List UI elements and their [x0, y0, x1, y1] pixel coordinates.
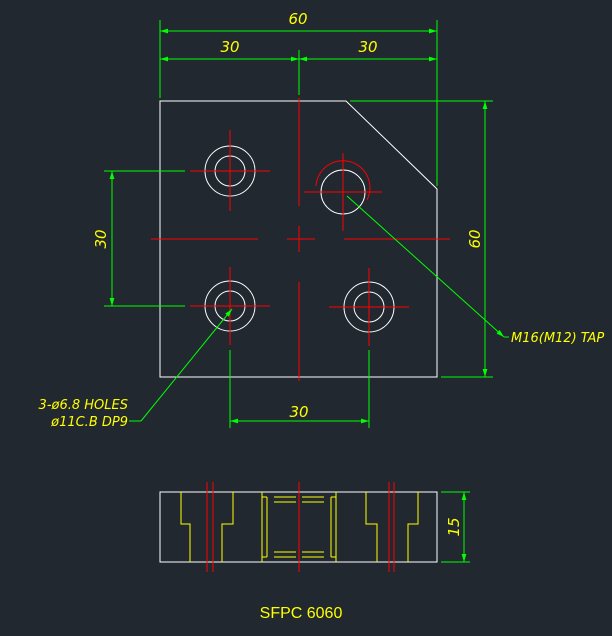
- hidden-tap-center: [261, 492, 337, 562]
- hole-bottom-right: [329, 268, 409, 346]
- leader-holes: [129, 308, 233, 422]
- hole-top-left: [190, 130, 270, 211]
- dim-right-half-text: 30: [358, 38, 377, 56]
- dim-overall-width-text: 60: [288, 10, 307, 28]
- dim-halves: [160, 50, 437, 95]
- dim-bottom-spacing-text: 30: [289, 403, 308, 421]
- dim-thickness: [441, 491, 470, 563]
- hidden-counterbore-right: [365, 492, 419, 562]
- callout-holes-line1: 3-ø6.8 HOLES: [39, 398, 128, 413]
- hidden-counterbore-left: [180, 492, 234, 562]
- dim-overall-height: [350, 100, 493, 378]
- dim-thickness-text: 15: [445, 517, 463, 536]
- dim-bottom-spacing: [229, 350, 370, 428]
- top-view: 60 30 30 60 30 30: [39, 10, 605, 430]
- callout-holes-line2: ø11C.B DP9: [50, 415, 128, 430]
- callout-tap-text: M16(M12) TAP: [511, 331, 604, 346]
- dim-overall-height-text: 60: [466, 229, 484, 248]
- dim-left-spacing: [104, 170, 185, 307]
- dim-left-half-text: 30: [220, 38, 239, 56]
- dim-left-spacing-text: 30: [92, 229, 110, 248]
- drawing-title: SFPC 6060: [260, 605, 343, 622]
- hole-top-right-tap: [304, 153, 382, 231]
- hole-bottom-left: [190, 267, 270, 345]
- leader-tap: [346, 195, 509, 338]
- plate-outline: [159, 100, 438, 378]
- side-view: 15: [159, 482, 470, 572]
